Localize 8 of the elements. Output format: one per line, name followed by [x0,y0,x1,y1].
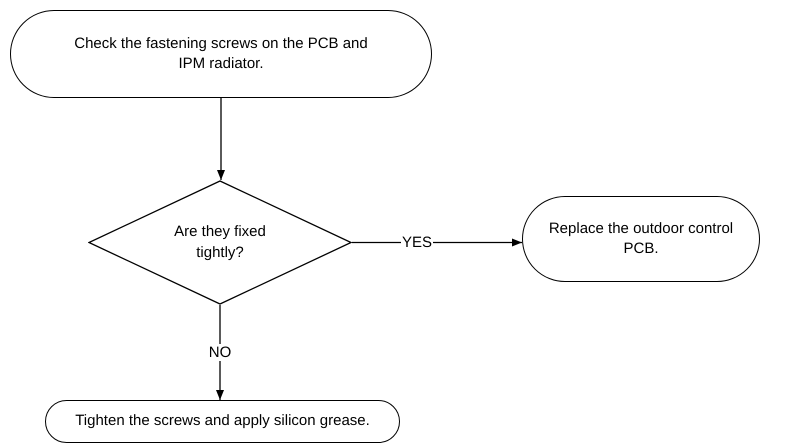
node-text: Replace the outdoor control PCB. [548,218,734,259]
decision-diamond [88,180,352,305]
terminator-box [45,400,400,443]
node-text: Check the fastening screws on the PCB and IPM radiator. [73,34,369,74]
node-text: Tighten the screws and apply silicon grease. [75,411,370,432]
arrow [217,98,225,180]
edge-label: NO [208,344,232,361]
node-text: Are they fixed tightly? [173,222,267,262]
